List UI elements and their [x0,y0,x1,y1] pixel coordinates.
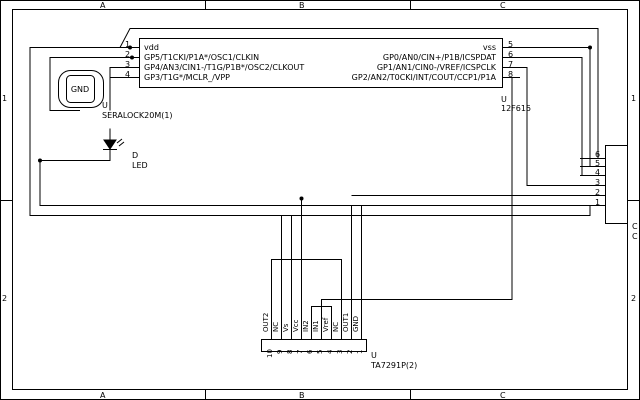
ta7291-body[interactable] [261,339,367,352]
connector-body[interactable] [605,145,628,224]
frame-col-c-bottom: C [500,391,506,400]
ic-pin4-num: 4 [125,70,130,79]
ta7291-label-vcc: Vcc [292,319,300,332]
frame-row-1-right: 1 [631,94,636,103]
frame-col-a-bottom: A [100,391,106,400]
wires [29,28,605,334]
ta7291-label-nc2: NC [332,322,340,332]
ic-pin6-num: 6 [508,50,513,59]
connector-pin-lines [580,158,605,206]
ta7291-num-8: 8 [286,350,294,354]
ta7291-ref: U [371,351,377,360]
connector-label-1: C [632,222,638,231]
ta7291-label-vs: Vs [282,323,290,332]
ta7291-label-gnd: GND [352,316,360,332]
ta7291-pin-lines [271,334,362,339]
ic-12f615-part: 12F615 [501,104,531,113]
ic-pin8-label: GP2/AN2/T0CKI/INT/COUT/CCP1/P1A [352,73,497,82]
ic-pin5-label: vss [483,43,496,52]
seralock-body[interactable] [58,70,104,108]
ta7291-num-10: 10 [266,349,274,358]
ta7291-label-vref: Vref [322,317,330,332]
led-symbol[interactable] [103,138,125,150]
connector-pin5: 5 [595,159,600,168]
connector-pin4: 4 [595,168,600,177]
ic-pin8-num: 8 [508,70,513,79]
ta7291-num-9: 9 [276,350,284,354]
led-ref: D [132,151,138,160]
led-part: LED [132,161,148,170]
ta7291-part: TA7291P(2) [370,361,417,370]
seralock-gnd-box [66,75,95,103]
ic-12f615-body[interactable] [139,38,503,88]
ta7291-num-4: 4 [326,349,334,354]
ta7291-num-1: 1 [356,350,364,354]
ta7291-num-2: 2 [346,350,354,354]
ta7291-label-out1: OUT1 [342,313,350,332]
ic-pin2-num: 2 [125,50,130,59]
frame-col-b-top: B [299,1,305,10]
seralock-part: SERALOCK20M(1) [102,111,173,120]
ta7291-label-out2: OUT2 [262,313,270,332]
frame-col-c-top: C [500,1,506,10]
connector-pin3: 3 [595,178,600,187]
seralock-gnd-label: GND [71,85,89,94]
ta7291-num-5: 5 [316,350,324,354]
ta7291-label-in2: IN2 [302,320,310,332]
ic-pin6-label: GP0/AN0/CIN+/P1B/ICSPDAT [383,53,496,62]
ta7291-label-in1: IN1 [312,320,320,332]
ta7291-num-7: 7 [296,350,304,354]
frame-col-b-bottom: B [299,391,305,400]
connector-pin2: 2 [595,188,600,197]
ic-pin7-num: 7 [508,60,513,69]
ic-pin5-num: 5 [508,40,513,49]
inner-frame [12,9,628,390]
ic-pin4-label: GP3/T1G*/MCLR_/VPP [144,73,230,82]
frame-col-a-top: A [100,1,106,10]
ic-pin1-num: 1 [125,40,130,49]
ic-12f615-ref: U [501,95,507,104]
connector-pin1: 1 [595,198,600,207]
ic-pin3-num: 3 [125,60,130,69]
ic-pin7-label: GP1/AN1/CIN0-/VREF/ICSPCLK [377,63,497,72]
seralock-ref: U [102,101,108,110]
connector-label-2: C [632,232,638,241]
ic-pin1-label: vdd [144,43,159,52]
frame-row-2-left: 2 [2,294,7,303]
ta7291-label-nc1: NC [272,322,280,332]
ic-pin3-label: GP4/AN3/CIN1-/T1G/P1B*/OSC2/CLKOUT [144,63,304,72]
frame-row-2-right: 2 [631,294,636,303]
ta7291-num-6: 6 [306,349,314,354]
ic-pin2-label: GP5/T1CKI/P1A*/OSC1/CLKIN [144,53,259,62]
frame-row-1-left: 1 [2,94,7,103]
ta7291-num-3: 3 [336,350,344,354]
junction-dots [38,45,592,201]
